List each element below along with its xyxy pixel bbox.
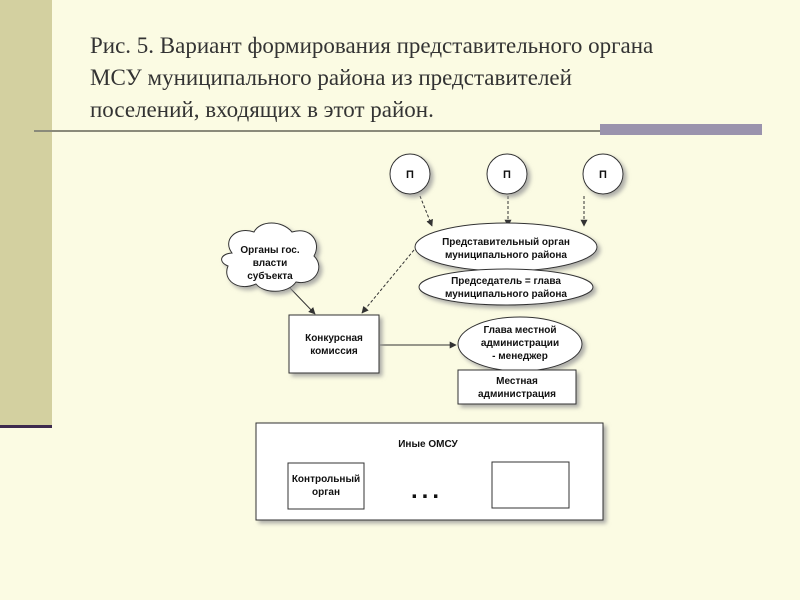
settlement-3-label: П <box>599 169 607 181</box>
commission-line-2: комиссия <box>310 346 358 357</box>
control-body-line-2: орган <box>312 487 340 498</box>
commission-line-1: Конкурсная <box>305 333 363 344</box>
rep-body-line-1: Представительный орган <box>442 237 570 248</box>
settlement-2 <box>486 153 528 195</box>
decorative-side-bar <box>0 0 52 425</box>
admin-head-line-1: Глава местной <box>483 325 556 336</box>
rep-body-line-2: муниципального района <box>445 250 567 261</box>
title-line-2: МСУ муниципального района из представите… <box>90 65 572 90</box>
title-line-1: Рис. 5. Вариант формирования представите… <box>90 33 654 58</box>
title-line-3: поселений, входящих в этот район. <box>90 97 434 122</box>
settlement-2-label: П <box>503 169 511 181</box>
state-bodies-line-2: власти <box>253 258 288 269</box>
title-accent-bar <box>600 124 762 135</box>
state-bodies-line-1: Органы гос. <box>240 245 300 256</box>
settlement-3 <box>582 153 624 195</box>
control-body-line-1: Контрольный <box>292 474 360 485</box>
ellipsis: ... <box>411 477 443 504</box>
admin-head-line-3: - менеджер <box>492 351 548 362</box>
other-omsu-label: Иные ОМСУ <box>398 439 458 450</box>
state-bodies-cloud <box>221 222 320 292</box>
admin-head-line-2: администрации <box>481 338 559 349</box>
empty-box <box>491 461 570 509</box>
connectors <box>289 195 588 349</box>
chairman-ellipse <box>418 268 594 306</box>
arrow-state-to-commission <box>289 287 316 315</box>
state-bodies-line-3: субъекта <box>247 270 293 282</box>
control-body-box <box>287 462 365 510</box>
arrow-settlement-1-to-rep <box>419 195 433 227</box>
chairman-line-2: муниципального района <box>445 289 567 300</box>
commission-box <box>288 314 380 374</box>
arrow-rep-to-commission <box>361 249 415 314</box>
page-title: Рис. 5. Вариант формирования представите… <box>90 30 780 126</box>
local-admin-line-1: Местная <box>496 376 538 387</box>
settlement-1 <box>389 153 431 195</box>
settlement-1-label: П <box>406 169 414 181</box>
title-divider <box>34 130 762 132</box>
decorative-side-line <box>0 425 52 428</box>
local-admin-line-2: администрация <box>478 389 556 400</box>
chairman-line-1: Председатель = глава <box>451 276 561 287</box>
local-admin-box <box>457 369 577 405</box>
